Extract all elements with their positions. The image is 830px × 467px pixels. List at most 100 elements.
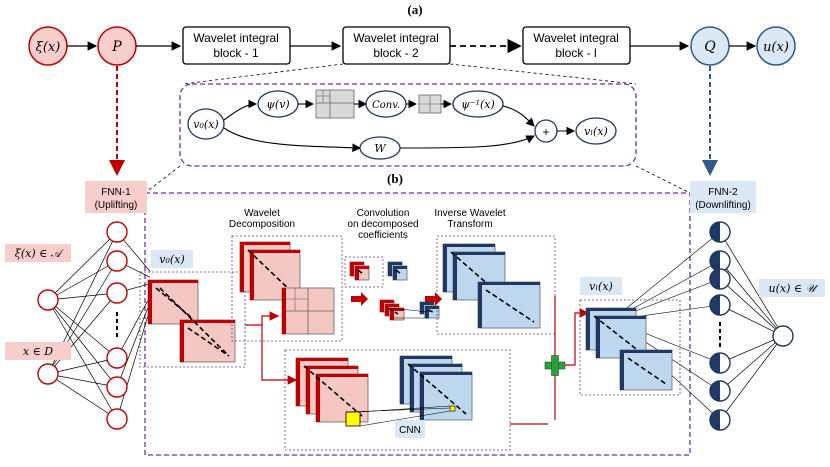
wavelet-decomposition-maps: [239, 241, 335, 335]
cv-red-coeff-b-edge: [385, 304, 399, 307]
fnn2-in-edge: [611, 231, 721, 321]
panel-label-a: (a): [407, 2, 422, 17]
output-label: u(x): [763, 40, 789, 55]
vl-map-edge: [596, 316, 600, 358]
cv-blue-coeff-edge: [393, 266, 407, 269]
panel-label-b: (b): [387, 171, 403, 186]
wavelet-block-1: Wavelet integral block - 1: [182, 26, 291, 65]
cv-blue-coeff-edge: [393, 266, 397, 280]
cv-red-coeff-edge: [350, 262, 354, 276]
wd-map-dashed-diagonal: [247, 249, 295, 295]
cnn-red-map-edge: [296, 358, 348, 361]
fnn1-edge: [47, 373, 118, 388]
cv-blue-coeff-dashed-diagonal: [395, 269, 402, 275]
detail-v0-node: v₀(x): [187, 108, 225, 140]
vl-map-front: [619, 349, 673, 391]
cv-red-coeff-dashed-diagonal: [357, 269, 364, 275]
iw-map-edge: [443, 244, 447, 292]
cv-blue-coeff-b-edge: [425, 306, 439, 309]
fnn1-edge: [47, 231, 118, 301]
cv-red-coeff-edge: [350, 262, 364, 265]
fnn2-edge: [719, 260, 784, 337]
fnn1-input2-box: x ∈ D: [5, 342, 71, 360]
cnn-blue-map-edge: [420, 372, 472, 375]
v0-map: [179, 319, 236, 363]
v0-map-edge: [180, 320, 235, 323]
cnn-blue-map-dashed-diagonal: [407, 363, 467, 415]
fnn2-neuron-fill: [710, 222, 720, 242]
cnn-red-map-edge: [306, 366, 310, 414]
iw-map-edge: [443, 244, 495, 247]
iw-line1: Inverse Wavelet: [434, 208, 506, 219]
cnn-blue-map-edge: [420, 372, 424, 420]
v0-map-edge: [148, 280, 198, 283]
cv-red-coeff-b-edge: [390, 308, 394, 320]
v0-label-box: v₀(x): [151, 250, 193, 268]
cv-label: Convolution on decomposed coefficients: [347, 208, 418, 241]
v0-map-edge: [180, 320, 184, 362]
fnn1-hidden-neuron: [106, 376, 128, 398]
v0-feature-maps: [147, 279, 236, 363]
input-node: ξ(x): [28, 26, 68, 66]
fnn2-edge: [719, 278, 784, 337]
vl-map-edge: [596, 316, 646, 319]
output-node: u(x): [756, 26, 796, 66]
vl-map-edge: [586, 308, 636, 311]
vl-feature-maps: [585, 307, 673, 391]
fnn2-edge: [719, 231, 784, 337]
cv-red-coeff-edge: [355, 266, 369, 269]
fnn1-edge: [47, 292, 118, 301]
cv-red-coeff-b-edge: [380, 300, 394, 303]
v0-map-edge: [148, 280, 152, 324]
fnn2-network: [611, 221, 794, 431]
cnn-red-map-dashed-diagonal: [303, 365, 363, 417]
cnn-blue-map-edge: [410, 364, 414, 412]
block-1-line1: Wavelet integral: [193, 31, 279, 45]
input-label: ξ(x): [36, 40, 61, 55]
fnn1-edge: [47, 299, 118, 359]
inverse-wavelet-maps: [442, 243, 541, 329]
psi-inverse-label: ψ⁻¹(x): [461, 98, 495, 111]
cv-red-coeff-b-edge: [390, 308, 404, 311]
iw-line2: Transform: [447, 219, 492, 230]
wd-line1: Wavelet: [244, 208, 280, 219]
w-label: W: [374, 142, 387, 155]
lift-node: P: [97, 26, 137, 66]
fnn1-input1-box: ξ(x) ∈ 𝒜: [5, 244, 71, 262]
fnn1-edge: [47, 357, 118, 375]
iw-label: Inverse Wavelet Transform: [434, 208, 506, 230]
vl-label-box: vₗ(x): [580, 277, 622, 295]
psi-node: ψ(v): [257, 90, 299, 118]
conv-grid-icon: [418, 94, 442, 114]
iw-map-front-dashed-diagonal: [485, 289, 535, 323]
cv-group-frame: [344, 256, 384, 288]
cnn-red-map-edge: [296, 358, 300, 406]
psi-inverse-node: ψ⁻¹(x): [452, 90, 504, 118]
fnn1-out-edge: [116, 308, 151, 420]
fnn2-neuron-fill: [710, 295, 720, 315]
wd-label: Wavelet Decomposition: [229, 208, 295, 230]
v0-map-dashed-diagonal: [187, 327, 230, 357]
wavelet-block-2: Wavelet integral block - 2: [342, 26, 451, 65]
cnn-blue-map-edge: [410, 364, 462, 367]
conv-label: Conv.: [372, 100, 400, 111]
fnn1-label-box: FNN-1 (Uplifting): [85, 181, 147, 213]
fnn2-subtitle: (Downlifting): [695, 200, 751, 211]
cnn-blue-map-edge: [400, 356, 404, 404]
wd-map-edge: [250, 250, 300, 253]
vl-map-edge: [586, 308, 590, 350]
wavelet-block-l: Wavelet integral block - l: [522, 26, 631, 65]
wd-line2: Decomposition: [229, 219, 295, 230]
iw-map-edge: [453, 252, 457, 300]
detail-vl-node: vₗ(x): [575, 117, 617, 145]
vl-map-front-edge: [620, 350, 624, 390]
fnn1-input1-label: ξ(x) ∈ 𝒜: [15, 247, 65, 260]
fnn2-neuron-fill: [710, 353, 720, 373]
cv-blue-coeff-b-edge: [420, 302, 434, 305]
block-1-line2: block - 1: [213, 46, 259, 60]
decomposed-grid-icon: [315, 89, 355, 119]
w-node: W: [359, 136, 401, 160]
fnn1-input-neuron: [37, 289, 59, 311]
fnn1-input2-label: x ∈ D: [23, 345, 53, 358]
